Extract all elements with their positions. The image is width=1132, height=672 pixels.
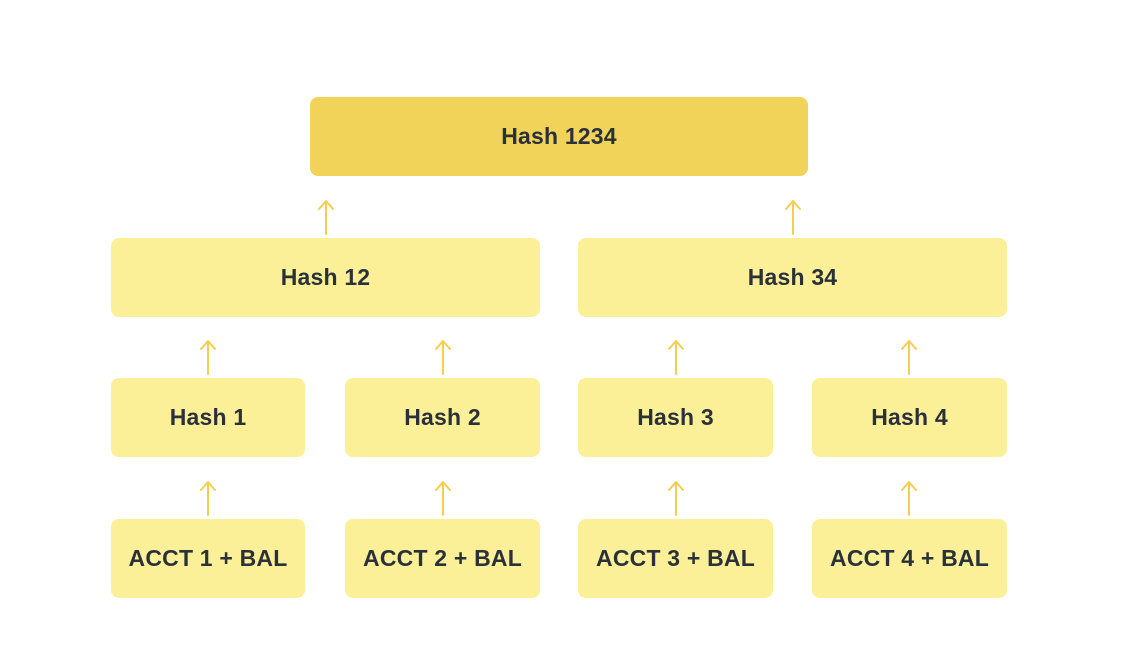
up-arrow-icon [199, 337, 217, 375]
node-hash-4: Hash 4 [812, 378, 1007, 457]
node-label: Hash 1 [169, 404, 247, 430]
up-arrow-icon [434, 337, 452, 375]
node-acct-3-bal: ACCT 3 + BAL [578, 519, 773, 598]
node-label: Hash 34 [747, 264, 838, 290]
node-acct-2-bal: ACCT 2 + BAL [345, 519, 540, 598]
node-hash-1: Hash 1 [111, 378, 305, 457]
node-hash-2: Hash 2 [345, 378, 540, 457]
up-arrow-icon [434, 478, 452, 516]
node-hash-34: Hash 34 [578, 238, 1007, 317]
node-label: ACCT 3 + BAL [596, 545, 755, 571]
up-arrow-icon [900, 337, 918, 375]
up-arrow-icon [667, 478, 685, 516]
up-arrow-icon [199, 478, 217, 516]
up-arrow-icon [317, 197, 335, 235]
node-label: Hash 2 [404, 404, 481, 430]
node-label: Hash 12 [280, 264, 371, 290]
node-label: Hash 3 [637, 404, 714, 430]
up-arrow-icon [784, 197, 802, 235]
node-label: ACCT 1 + BAL [128, 545, 288, 571]
node-hash-3: Hash 3 [578, 378, 773, 457]
node-hash-12: Hash 12 [111, 238, 540, 317]
node-label: ACCT 4 + BAL [830, 545, 989, 571]
node-acct-1-bal: ACCT 1 + BAL [111, 519, 305, 598]
node-hash-1234: Hash 1234 [310, 97, 808, 176]
node-label: Hash 1234 [501, 123, 617, 149]
node-label: ACCT 2 + BAL [363, 545, 522, 571]
up-arrow-icon [667, 337, 685, 375]
up-arrow-icon [900, 478, 918, 516]
node-acct-4-bal: ACCT 4 + BAL [812, 519, 1007, 598]
node-label: Hash 4 [871, 404, 948, 430]
